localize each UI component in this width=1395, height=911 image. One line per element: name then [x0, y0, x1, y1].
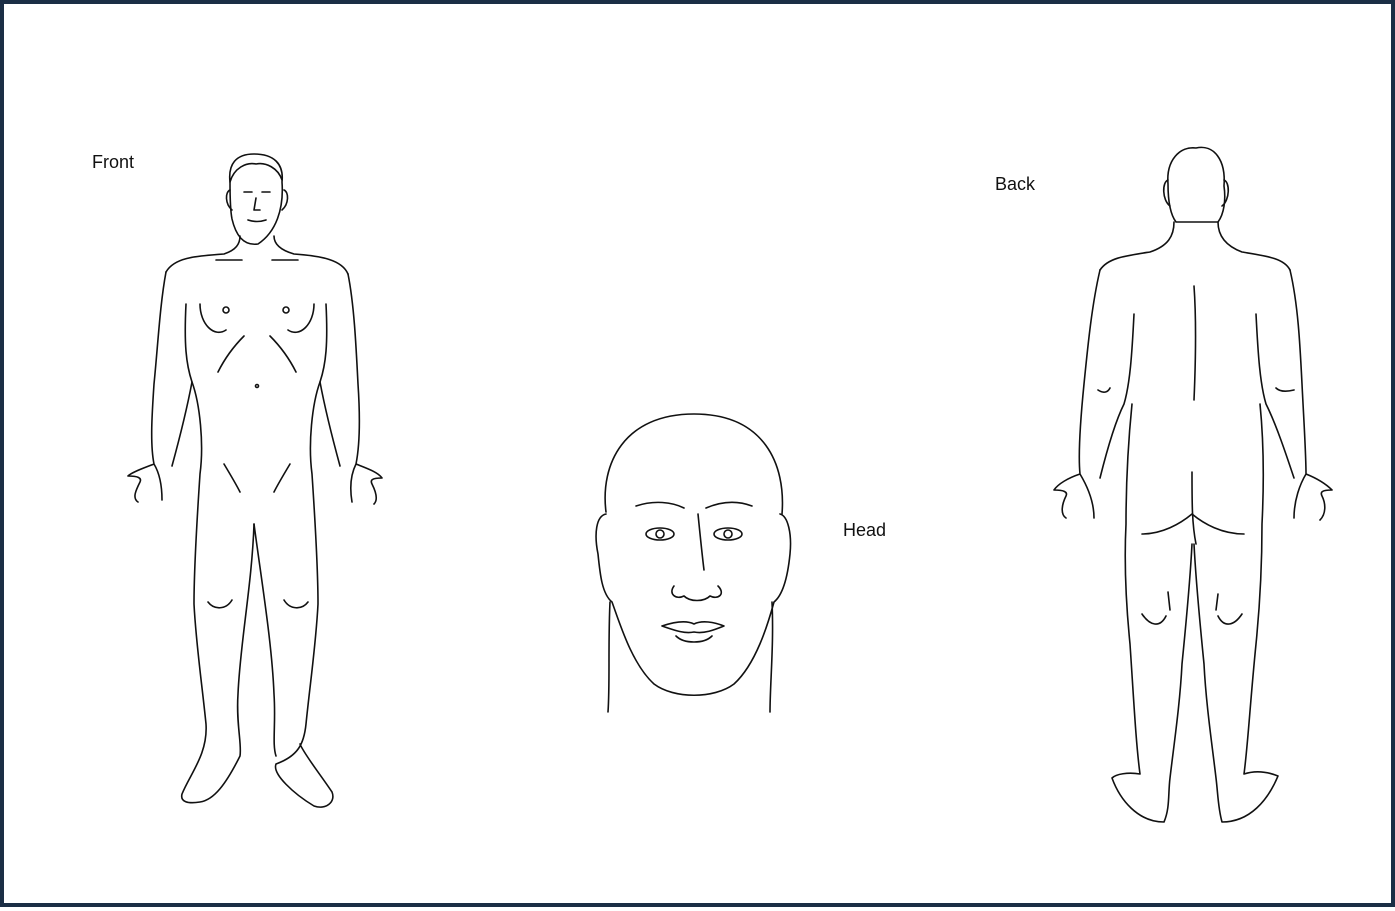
- back-body-outline-icon: [4, 4, 1395, 911]
